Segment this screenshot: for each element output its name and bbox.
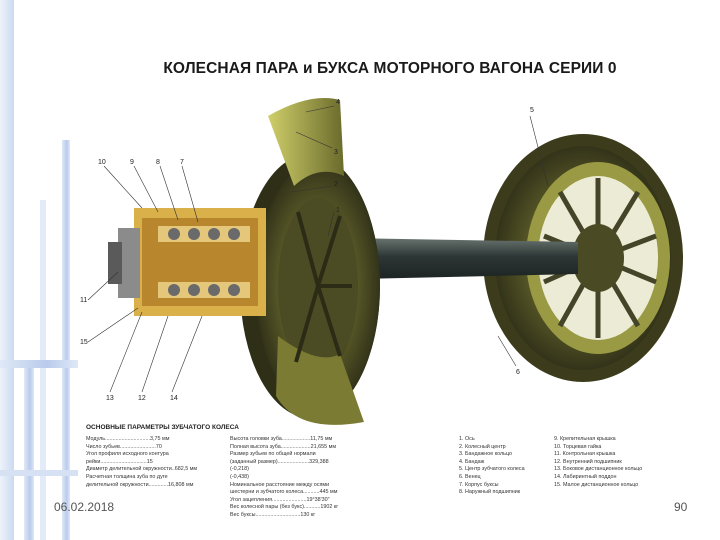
legend-item: 5. Центр зубчатого колеса <box>459 466 525 473</box>
callout-number: 12 <box>138 395 146 402</box>
legend-item: 7. Корпус буксы <box>459 481 499 488</box>
parameter-line: делительной окружности.............16,80… <box>86 481 194 488</box>
callout-number: 1 <box>336 207 340 214</box>
parameter-line: (-0,218) <box>230 466 249 473</box>
callout-number: 6 <box>516 369 520 376</box>
legend-item: 8. Наружный подшипник <box>459 489 521 496</box>
legend-item: 11. Контрольная крышка <box>554 451 616 458</box>
legend-item: 9. Крепительная крышка <box>554 436 616 442</box>
legend-item: 14. Лабиринтный поддон <box>554 473 617 480</box>
parameter-line: Размер зубьев по общей нормали <box>230 451 316 458</box>
legend-item: 10. Торцевая гайка <box>554 443 602 450</box>
parameter-line: Угол профиля исходного контура <box>86 451 169 458</box>
parameter-line: Расчетная толщина зуба по дуге <box>86 473 168 480</box>
legend-item: 6. Венец <box>459 473 481 480</box>
callout-number: 14 <box>170 395 178 402</box>
callout-number: 7 <box>180 159 184 166</box>
parameters-column-1: Модуль..............................3,75… <box>86 436 226 489</box>
slide-title: КОЛЕСНАЯ ПАРА и БУКСА МОТОРНОГО ВАГОНА С… <box>163 60 617 77</box>
parameter-line: рейки...............................15 <box>86 458 153 465</box>
parameter-line: Число зубьев........................70 <box>86 443 162 450</box>
parameter-line: Диаметр делительной окружности..682,5 мм <box>86 466 198 473</box>
parameter-line: Угол зацепления.......................19… <box>230 496 330 503</box>
callout-number: 2 <box>334 181 338 188</box>
callout-number: 5 <box>530 107 534 114</box>
legend-item: 15. Малое дистанционное кольцо <box>554 481 639 488</box>
slide-page-number: 90 <box>674 500 688 514</box>
slide-canvas: КОЛЕСНАЯ ПАРА и БУКСА МОТОРНОГО ВАГОНА С… <box>78 36 702 540</box>
callout-number: 3 <box>334 149 338 156</box>
decor-bar-vertical <box>24 360 34 540</box>
decor-bar-vertical <box>0 0 14 540</box>
decor-bar-horizontal <box>0 360 78 368</box>
left-wheel <box>240 98 380 425</box>
legend-item: 4. Бандаж <box>459 458 485 465</box>
callout-number: 9 <box>130 159 134 166</box>
parameters-heading: ОСНОВНЫЕ ПАРАМЕТРЫ ЗУБЧАТОГО КОЛЕСА <box>86 424 239 431</box>
parameter-line: Номинальное расстояние между осями <box>230 481 330 488</box>
parameter-line: шестерни и зубчатого колеса...........44… <box>230 489 338 496</box>
decor-bar-horizontal <box>0 470 78 476</box>
legend-item: 1. Ось <box>459 436 475 442</box>
legend-item: 2. Колесный центр <box>459 443 506 450</box>
parameter-line: (заданный размер).....................32… <box>230 458 329 465</box>
legend-item: 3. Бандажное кольцо <box>459 451 513 458</box>
callout-number: 11 <box>80 297 87 304</box>
callout-number: 15 <box>80 339 88 346</box>
right-wheel <box>483 134 683 382</box>
callout-number: 8 <box>156 159 160 166</box>
callout-number: 13 <box>106 395 114 402</box>
legend-column-1: 1. Ось 2. Колесный центр 3. Бандажное ко… <box>459 436 549 497</box>
slide-date: 06.02.2018 <box>54 500 115 514</box>
parameter-line: Модуль..............................3,75… <box>86 436 170 442</box>
decor-bar-vertical <box>62 140 70 540</box>
parameter-line: Полная высота зуба....................21… <box>230 443 337 450</box>
legend-item: 13. Боковое дистанционное кольцо <box>554 466 643 473</box>
parameter-line: Вес буксы..............................1… <box>230 511 316 518</box>
wheelset-illustration: 4 3 2 1 5 10 9 8 7 11 15 13 12 14 6 <box>80 98 683 425</box>
legend-column-2: 9. Крепительная крышка 10. Торцевая гайк… <box>554 436 694 489</box>
decor-bar-vertical <box>40 200 46 540</box>
parameter-line: Высота головки зуба...................11… <box>230 436 333 442</box>
callout-number: 4 <box>336 99 340 106</box>
parameter-line: (-0,438) <box>230 473 249 480</box>
parameters-column-2: Высота головки зуба...................11… <box>230 436 380 520</box>
axlebox <box>108 208 266 316</box>
callout-number: 10 <box>98 159 106 166</box>
parameter-line: Вес колесной пары (без букс)...........1… <box>230 504 339 511</box>
legend-item: 12. Внутренний подшипник <box>554 458 622 465</box>
